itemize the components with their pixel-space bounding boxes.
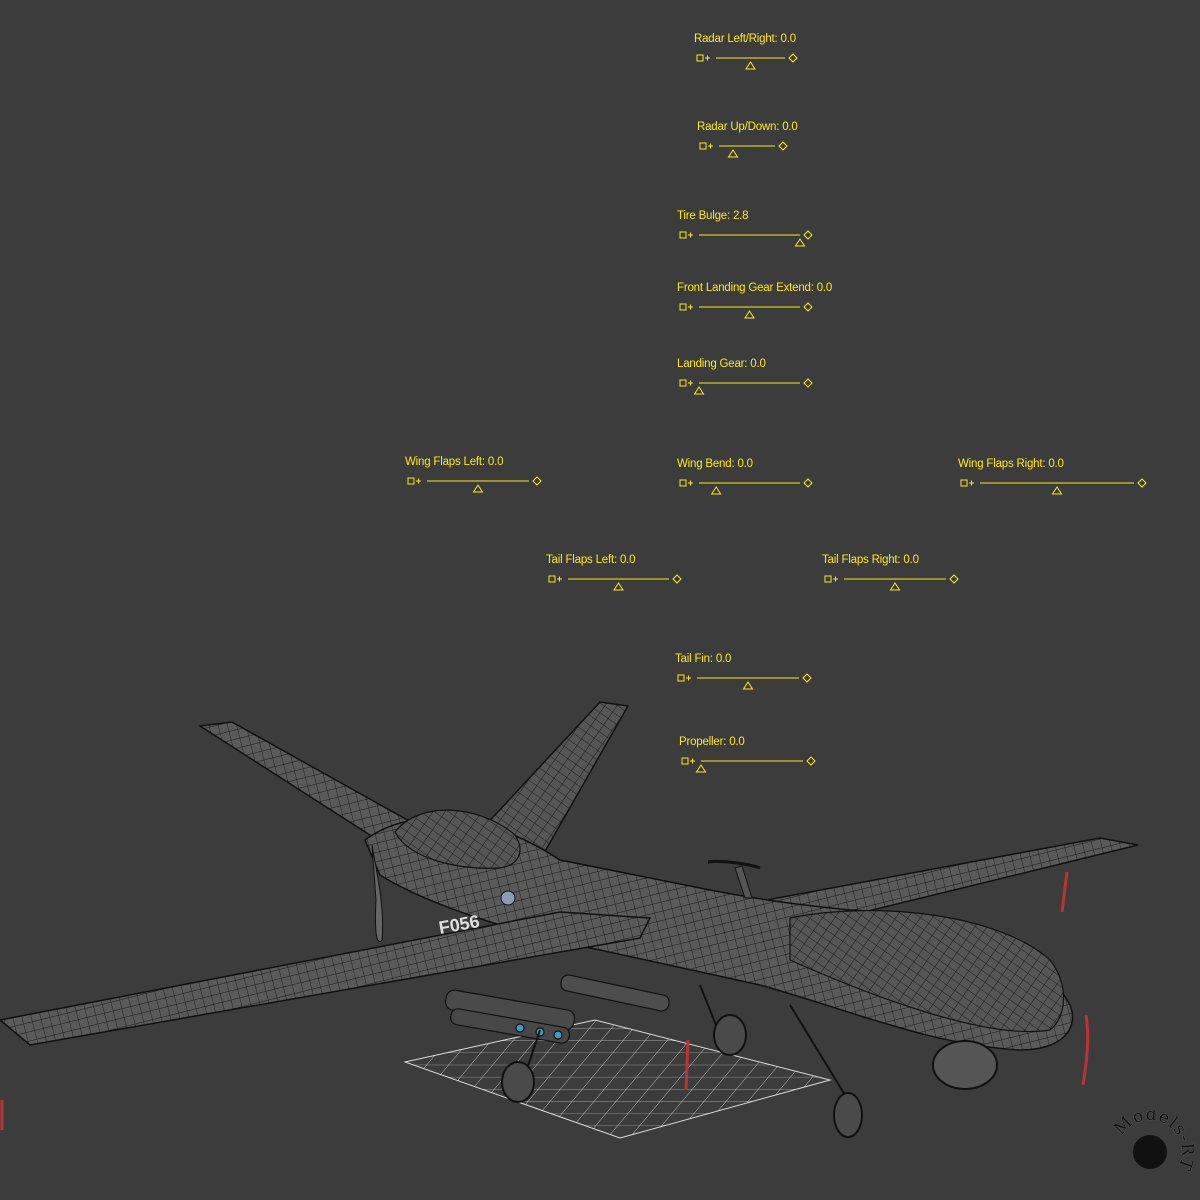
slider-track-group[interactable] — [677, 472, 814, 495]
plus-icon[interactable] — [688, 380, 693, 386]
slider-track-group[interactable] — [677, 224, 814, 247]
slider-label: Wing Flaps Left: 0.0 — [405, 456, 504, 468]
slider-track-group[interactable] — [694, 47, 799, 70]
slider-track-group[interactable] — [822, 568, 960, 591]
plus-icon[interactable] — [708, 143, 713, 149]
slider-thumb-triangle-icon[interactable] — [794, 238, 806, 247]
slider-thumb-triangle-icon[interactable] — [889, 582, 901, 591]
plus-icon[interactable] — [688, 232, 693, 238]
reset-square-icon[interactable] — [824, 575, 832, 583]
diamond-icon[interactable] — [672, 574, 682, 584]
diamond-icon[interactable] — [532, 476, 542, 486]
slider-label: Tire Bulge: 2.8 — [677, 210, 749, 222]
reset-square-icon[interactable] — [548, 575, 556, 583]
diamond-icon[interactable] — [803, 302, 813, 312]
slider-label: Wing Bend: 0.0 — [677, 458, 753, 470]
reset-square-icon[interactable] — [677, 674, 685, 682]
diamond-icon[interactable] — [802, 673, 812, 683]
slider-thumb-triangle-icon[interactable] — [695, 764, 707, 773]
diamond-icon[interactable] — [788, 53, 798, 63]
diamond-icon[interactable] — [949, 574, 959, 584]
slider-thumb-triangle-icon[interactable] — [472, 484, 484, 493]
slider-thumb-triangle-icon[interactable] — [613, 582, 624, 591]
diamond-icon[interactable] — [803, 230, 813, 240]
slider-thumb-triangle-icon[interactable] — [742, 681, 754, 690]
slider-track-group[interactable] — [679, 750, 817, 773]
diamond-icon[interactable] — [778, 141, 788, 151]
slider-thumb-triangle-icon[interactable] — [745, 61, 756, 70]
diamond-icon[interactable] — [803, 478, 813, 488]
plus-icon[interactable] — [688, 304, 693, 310]
slider-track-group[interactable] — [546, 568, 683, 591]
slider-thumb-triangle-icon[interactable] — [744, 310, 755, 319]
slider-label: Tail Flaps Right: 0.0 — [822, 554, 919, 566]
plus-icon[interactable] — [688, 480, 693, 486]
watermark-logo-icon: Models-RT — [1110, 1110, 1195, 1174]
slider-track-group[interactable] — [405, 470, 543, 493]
reset-square-icon[interactable] — [407, 477, 415, 485]
reset-square-icon[interactable] — [960, 479, 968, 487]
plus-icon[interactable] — [557, 576, 562, 582]
slider-track-group[interactable] — [675, 667, 813, 690]
slider-thumb-triangle-icon[interactable] — [1051, 486, 1063, 495]
plus-icon[interactable] — [705, 55, 710, 61]
diamond-icon[interactable] — [806, 756, 816, 766]
diamond-icon[interactable] — [1137, 478, 1147, 488]
reset-square-icon[interactable] — [699, 142, 707, 150]
slider-track-group[interactable] — [697, 135, 789, 158]
slider-thumb-triangle-icon[interactable] — [727, 149, 739, 158]
plus-icon[interactable] — [416, 478, 421, 484]
slider-label: Radar Left/Right: 0.0 — [694, 33, 796, 45]
slider-track-group[interactable] — [677, 372, 814, 395]
ground-grid-icon — [403, 1019, 832, 1139]
slider-label: Tail Flaps Left: 0.0 — [546, 554, 636, 566]
slider-label: Radar Up/Down: 0.0 — [697, 121, 798, 133]
slider-label: Propeller: 0.0 — [679, 736, 745, 748]
plus-icon[interactable] — [690, 758, 695, 764]
slider-label: Wing Flaps Right: 0.0 — [958, 458, 1064, 470]
slider-label: Landing Gear: 0.0 — [677, 358, 766, 370]
slider-thumb-triangle-icon[interactable] — [710, 486, 722, 495]
reset-square-icon[interactable] — [696, 54, 704, 62]
reset-square-icon[interactable] — [681, 757, 689, 765]
plus-icon[interactable] — [686, 675, 691, 681]
plus-icon[interactable] — [969, 480, 974, 486]
reset-square-icon[interactable] — [679, 303, 687, 311]
slider-label: Front Landing Gear Extend: 0.0 — [677, 282, 833, 294]
reset-square-icon[interactable] — [679, 231, 687, 239]
slider-thumb-triangle-icon[interactable] — [693, 386, 705, 395]
plus-icon[interactable] — [833, 576, 838, 582]
diamond-icon[interactable] — [803, 378, 813, 388]
reset-square-icon[interactable] — [679, 379, 687, 387]
slider-track-group[interactable] — [677, 296, 814, 319]
slider-track-group[interactable] — [958, 472, 1148, 495]
slider-label: Tail Fin: 0.0 — [675, 653, 732, 665]
reset-square-icon[interactable] — [679, 479, 687, 487]
